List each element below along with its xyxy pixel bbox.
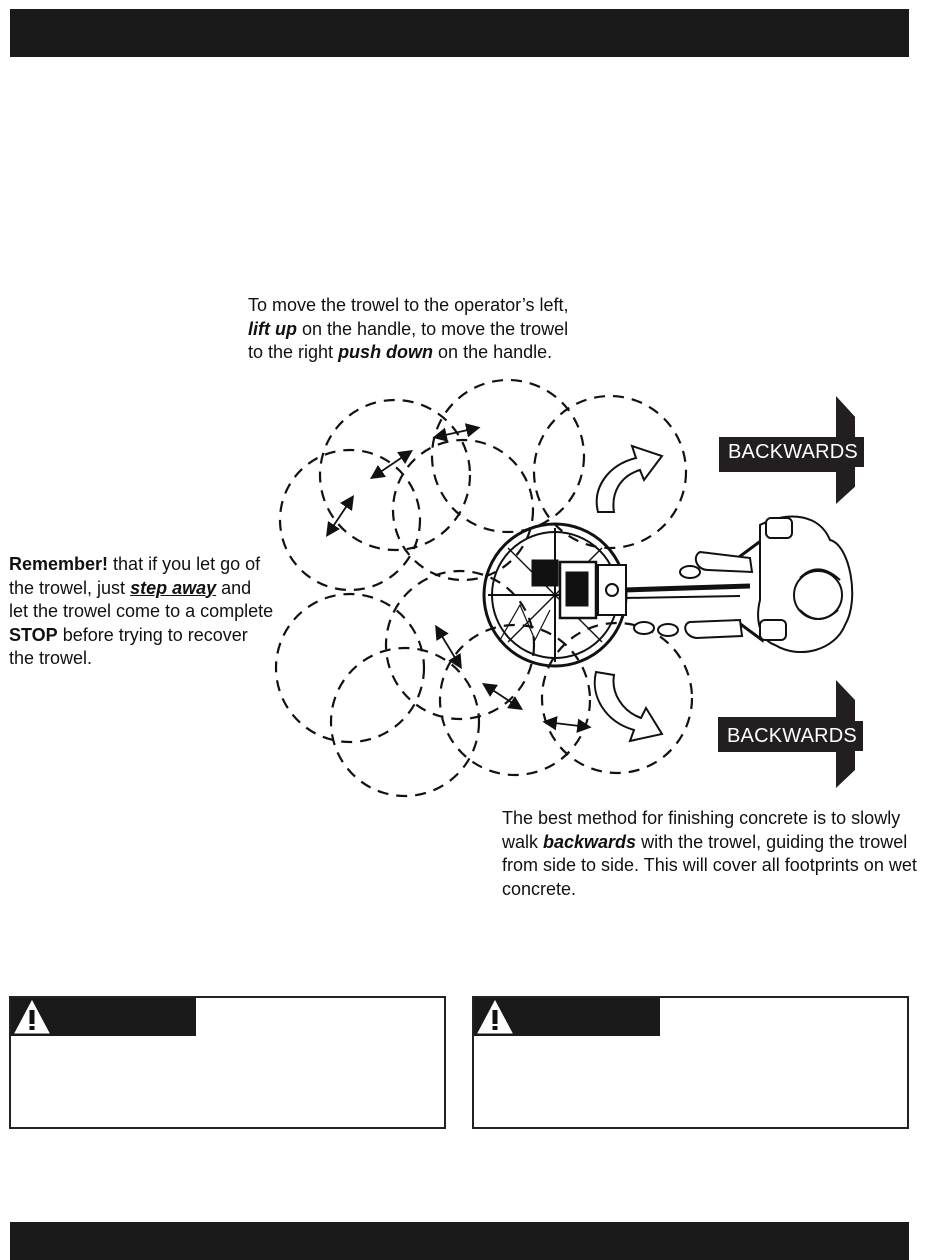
lift-up-emphasis: lift up: [248, 318, 297, 339]
warning-header-left: [11, 998, 196, 1036]
backwards-label-top: BACKWARDS: [722, 437, 864, 467]
backwards-emphasis: backwards: [543, 831, 637, 852]
warning-box-right: [472, 996, 909, 1129]
warning-box-left: [9, 996, 446, 1129]
operator-illustration: [633, 515, 854, 654]
instruction-walk-backwards: The best method for finishing concrete i…: [502, 808, 917, 899]
curved-rotate-arrow-top: [595, 444, 664, 513]
power-trowel-illustration: [482, 522, 764, 668]
backwards-label-bottom: BACKWARDS: [721, 721, 863, 751]
curved-rotate-arrow-bottom: [593, 670, 664, 743]
warning-header-right: [474, 998, 660, 1036]
header-bar: [10, 9, 909, 57]
warning-triangle-icon: [477, 999, 513, 1034]
footer-bar: [10, 1222, 909, 1260]
warning-triangle-icon: [14, 999, 50, 1034]
movement-arrows: [326, 423, 592, 733]
step-away-emphasis: step away: [130, 577, 217, 598]
push-down-emphasis: push down: [338, 342, 434, 362]
remember-note: Remember! that if you let go of the trow…: [9, 554, 274, 668]
instruction-move-left-right: To move the trowel to the operator’s lef…: [248, 295, 569, 362]
